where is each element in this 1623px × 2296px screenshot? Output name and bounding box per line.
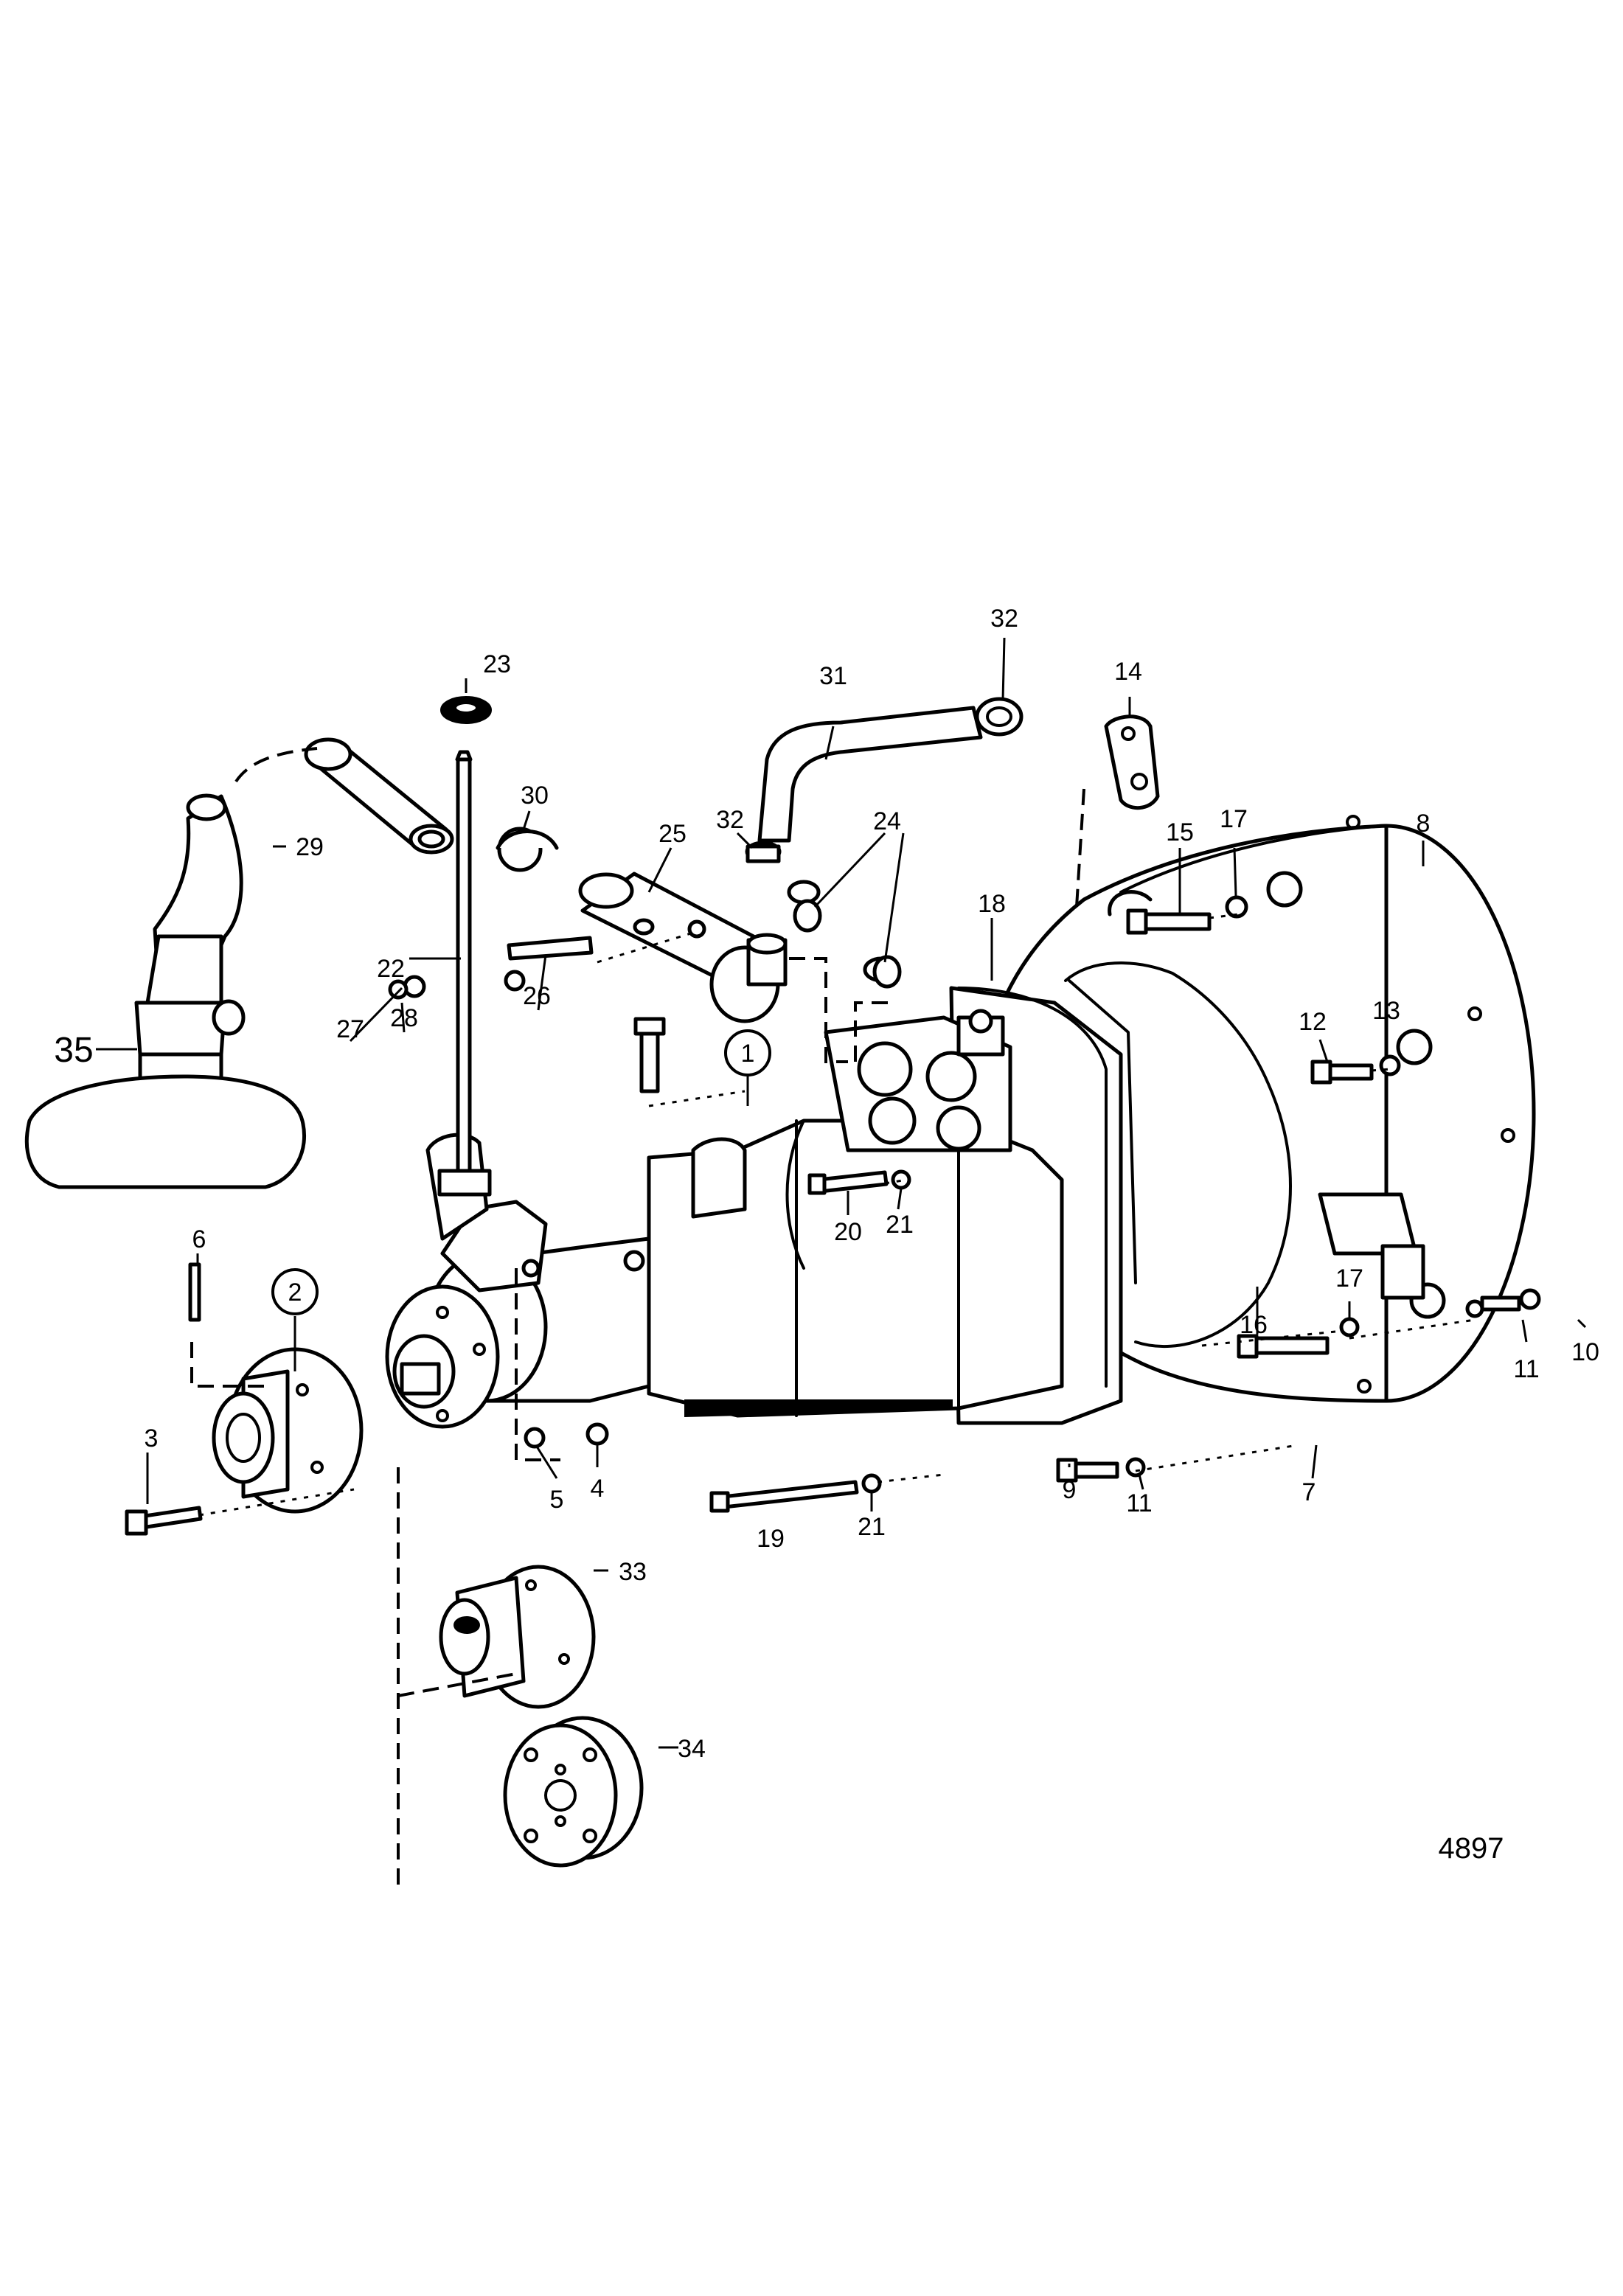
callout-13: 13 (1372, 997, 1400, 1025)
oil-filler-pipe (24, 737, 559, 1189)
shift-lever (437, 696, 492, 1197)
callout-29: 29 (296, 833, 324, 861)
callout-27: 27 (336, 1015, 364, 1043)
coupling-flange (212, 1347, 364, 1514)
leader-lines (96, 637, 1587, 1749)
callout-9: 9 (1063, 1476, 1077, 1504)
callout-10: 10 (1571, 1338, 1599, 1366)
callout-8: 8 (1417, 810, 1431, 838)
callout-5: 5 (550, 1486, 564, 1514)
callout-28: 28 (390, 1004, 418, 1032)
callout-12: 12 (1299, 1008, 1327, 1036)
callout-25: 25 (658, 820, 687, 848)
callout-19: 19 (757, 1525, 785, 1553)
callout-7: 7 (1302, 1478, 1316, 1506)
callout-18: 18 (978, 890, 1006, 918)
callout-17-top: 17 (1220, 805, 1248, 833)
callout-26: 26 (523, 982, 551, 1010)
fasteners (125, 895, 1541, 1536)
callout-4: 4 (591, 1475, 605, 1503)
callout-1: 1 (741, 1040, 755, 1068)
gearbox-housing (647, 1009, 1064, 1418)
callout-35: 35 (54, 1031, 93, 1070)
callout-15: 15 (1166, 818, 1194, 846)
assembly-lines (190, 747, 1476, 1888)
callout-32-left: 32 (716, 806, 744, 834)
callout-20: 20 (834, 1218, 862, 1246)
flexible-coupling (439, 1565, 596, 1709)
callout-labels: 1 2 3 4 5 6 7 8 9 10 11 11 12 13 14 15 1… (54, 605, 1599, 1865)
callout-11-right: 11 (1513, 1355, 1539, 1383)
bracket (1104, 714, 1160, 810)
callout-17-bottom: 17 (1335, 1264, 1363, 1293)
callout-22: 22 (377, 955, 405, 983)
callout-2: 2 (288, 1279, 302, 1307)
callout-14: 14 (1114, 658, 1142, 686)
callout-34: 34 (678, 1735, 706, 1763)
callout-16: 16 (1240, 1311, 1268, 1339)
callout-32-top: 32 (990, 605, 1018, 633)
callout-31: 31 (819, 662, 847, 690)
callout-24: 24 (873, 807, 901, 835)
callout-6: 6 (192, 1225, 206, 1253)
callout-23: 23 (483, 650, 511, 678)
o-rings (793, 899, 902, 989)
callout-30: 30 (521, 782, 549, 810)
reference-number: 4897 (1439, 1832, 1504, 1865)
front-drive-assembly (385, 1133, 651, 1429)
callout-33: 33 (619, 1558, 647, 1586)
oil-hose (578, 697, 1024, 1023)
callout-3: 3 (145, 1424, 159, 1453)
rubber-element (503, 1716, 644, 1868)
callout-21-bottom: 21 (858, 1513, 886, 1541)
callout-21-top: 21 (886, 1211, 914, 1239)
callout-11-bottom: 11 (1126, 1489, 1152, 1517)
callout-circle-2 (271, 1268, 319, 1315)
callout-circle-1 (724, 1029, 771, 1076)
